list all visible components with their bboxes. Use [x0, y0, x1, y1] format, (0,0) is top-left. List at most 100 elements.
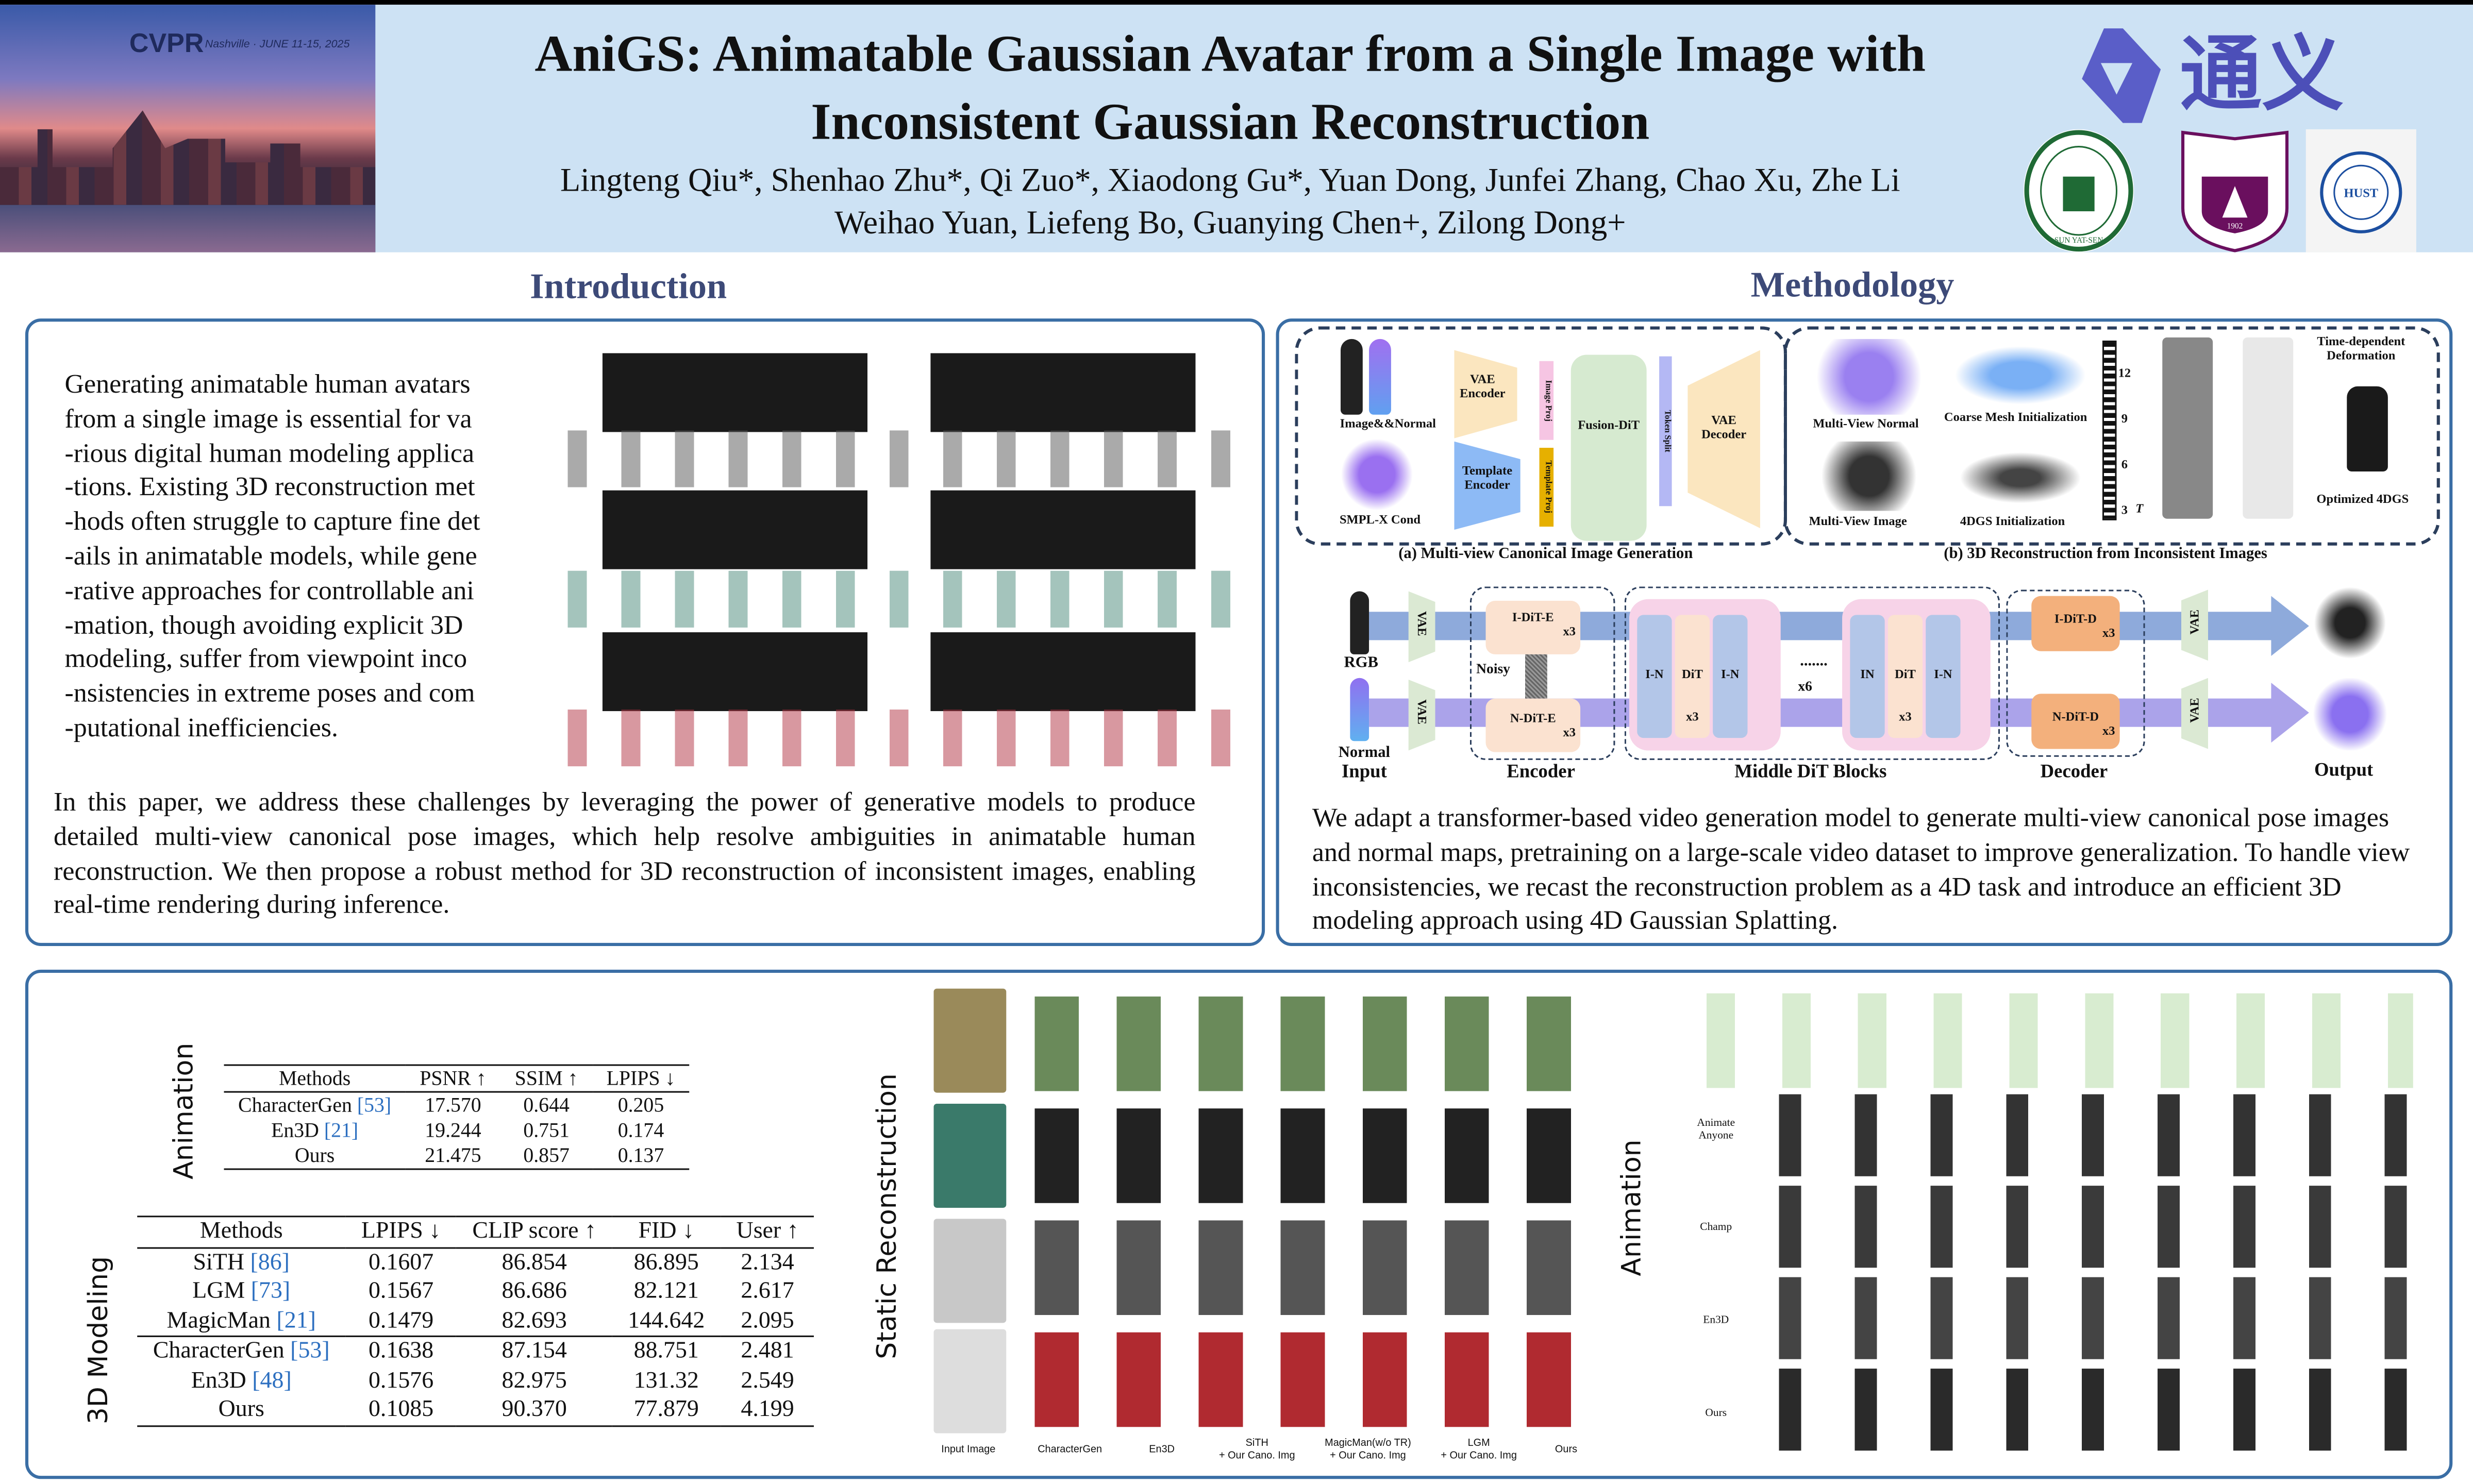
input-normal-image: [1369, 339, 1391, 415]
cell: 2.134: [741, 1250, 794, 1275]
input-person-image: [1341, 339, 1363, 415]
introduction-text-1: Generating animatable human avatars from…: [64, 367, 538, 746]
caption: SiTH + Our Cano. Img: [1218, 1438, 1295, 1462]
caption: En3D: [1149, 1444, 1175, 1456]
title-line-1: AniGS: Animatable Gaussian Avatar from a…: [534, 27, 1926, 84]
citation-link[interactable]: [73]: [250, 1278, 291, 1304]
method-name: SiTH: [193, 1250, 245, 1275]
intro-line: -rative approaches for controllable ani: [64, 575, 474, 605]
fig-b-caption: (b) 3D Reconstruction from Inconsistent …: [1944, 545, 2267, 563]
avatar-row: [1015, 1220, 1593, 1316]
method-name: MagicMan: [166, 1308, 271, 1334]
row-label: En3D: [1703, 1313, 1729, 1326]
method-name: CharacterGen: [238, 1092, 352, 1117]
vae-decoder-rgb: VAE: [2181, 589, 2208, 661]
sysu-logo: SUN YAT-SEN: [2023, 129, 2134, 252]
label-template-proj: Template Proj: [1543, 461, 1552, 514]
intro-line: -tions. Existing 3D reconstruction met: [64, 472, 475, 502]
intro-line: modeling, suffer from viewpoint inco: [64, 644, 467, 674]
intro-line: -putational inefficiencies.: [64, 713, 339, 743]
citation-link[interactable]: [86]: [250, 1250, 290, 1275]
avatar-row: [1015, 1108, 1593, 1203]
citation-link[interactable]: [21]: [276, 1308, 316, 1334]
table-header-row: Methods PSNR ↑ SSIM ↑ LPIPS ↓: [224, 1065, 690, 1092]
coarse-mesh-image: [1949, 344, 2092, 407]
in-block: I-N: [1637, 615, 1672, 738]
animation-row: [1760, 1186, 2413, 1268]
animation-figure-label: Animation: [1616, 1139, 1648, 1276]
modeling-table-label: 3D Modeling: [83, 1256, 115, 1425]
row-label: Animate Anyone: [1697, 1116, 1735, 1142]
citation-link[interactable]: [53]: [357, 1092, 392, 1117]
title-line-2: Inconsistent Gaussian Reconstruction: [811, 94, 1650, 151]
caption: LGM + Our Cano. Img: [1441, 1438, 1517, 1462]
teaser-figure: [555, 344, 1233, 769]
cell: 0.137: [617, 1143, 664, 1167]
label-smplx-cond: SMPL-X Cond: [1339, 512, 1421, 527]
label-in: I-N: [1645, 667, 1664, 681]
in-block: I-N: [1926, 615, 1961, 738]
fusion-dit-block: [1570, 355, 1647, 541]
vae-encoder-rgb: VAE: [1408, 591, 1435, 663]
label-ndit-e: N-DiT-E: [1510, 711, 1556, 726]
cell: 90.370: [502, 1397, 567, 1423]
intro-line: -nsistencies in extreme poses and com: [64, 678, 475, 709]
hust-logo: HUST: [2305, 129, 2416, 252]
table-header-row: Methods LPIPS ↓ CLIP score ↑ FID ↓ User …: [137, 1217, 815, 1247]
label-decoder: Decoder: [2040, 760, 2108, 782]
cell: 2.617: [741, 1278, 794, 1304]
cell: 82.121: [633, 1278, 699, 1304]
label-dit: DiT: [1681, 667, 1703, 681]
static-captions: Input Image CharacterGen En3D SiTH + Our…: [927, 1438, 1590, 1470]
modeling-table: Methods LPIPS ↓ CLIP score ↑ FID ↓ User …: [137, 1216, 815, 1426]
label-dit: DiT: [1895, 667, 1916, 681]
tick-label-t: T: [2135, 501, 2144, 516]
template-proj-block: Template Proj: [1539, 448, 1554, 527]
in-block: I-N: [1713, 615, 1748, 738]
label-optimized-4dgs: Optimized 4DGS: [2316, 492, 2409, 507]
intro-line: -hods often struggle to capture fine det: [64, 506, 480, 536]
deformation-column: [2243, 337, 2294, 519]
method-name: En3D: [191, 1368, 246, 1393]
label-x3: x3: [2102, 723, 2115, 738]
cell: 77.879: [633, 1397, 699, 1423]
label-image-normal: Image&&Normal: [1340, 416, 1436, 431]
decoder-frame: [2006, 589, 2145, 757]
cell: 2.549: [741, 1368, 794, 1393]
cell: 0.1607: [368, 1250, 434, 1275]
caption: Ours: [1555, 1444, 1578, 1456]
animation-figure: Animate Anyone Champ En3D Ours: [1672, 993, 2421, 1459]
animation-row: [1760, 1277, 2413, 1359]
col-header: PSNR ↑: [420, 1066, 487, 1090]
cell: 0.751: [523, 1118, 570, 1142]
tick-label: 9: [2121, 411, 2128, 426]
label-multiview-normal: Multi-View Normal: [1813, 416, 1919, 431]
label-rgb: RGB: [1344, 654, 1378, 672]
cell: 0.644: [523, 1092, 570, 1117]
label-noisy: Noisy: [1476, 661, 1510, 677]
method-name: Ours: [218, 1397, 264, 1423]
col-header: Methods: [278, 1066, 351, 1090]
citation-link[interactable]: [21]: [324, 1118, 359, 1142]
citation-link[interactable]: [48]: [252, 1368, 292, 1393]
label-fusion-dit: Fusion-DiT: [1578, 417, 1640, 432]
citation-link[interactable]: [53]: [290, 1338, 330, 1364]
label-normal: Normal: [1338, 744, 1391, 762]
label-idit-e: I-DiT-E: [1512, 610, 1554, 625]
tongyi-star-icon: [2082, 28, 2161, 123]
label-in: IN: [1860, 667, 1875, 681]
authors-line-1: Lingteng Qiu*, Shenhao Zhu*, Qi Zuo*, Xi…: [560, 161, 1900, 199]
fig-a-caption: (a) Multi-view Canonical Image Generatio…: [1398, 545, 1693, 563]
vae-encoder-normal: VAE: [1408, 679, 1435, 751]
input-photo: [933, 1329, 1007, 1434]
label-dots: .......: [1800, 652, 1828, 670]
